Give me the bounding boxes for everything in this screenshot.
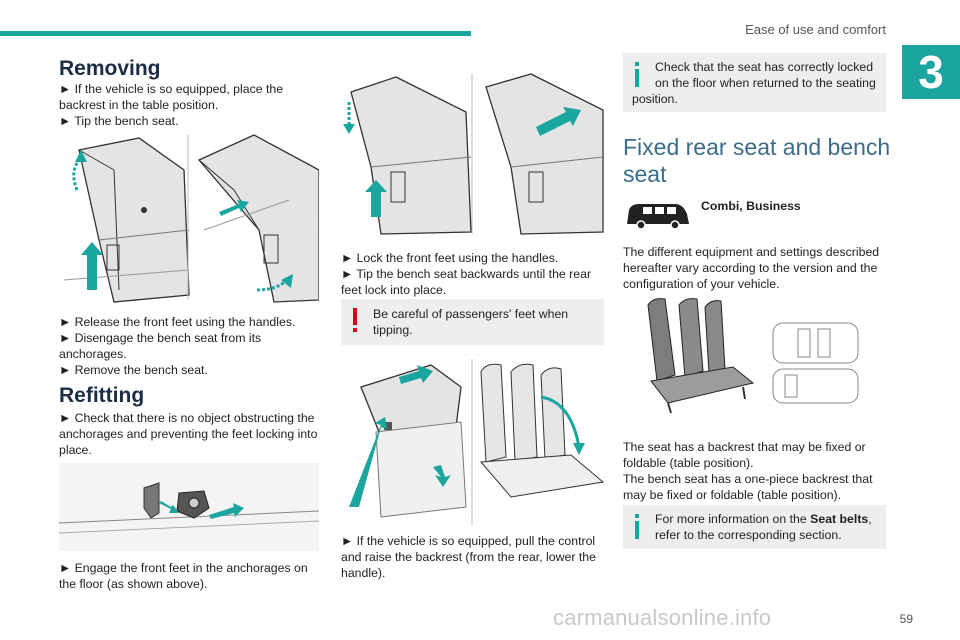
text-line: on the floor when returned to the seatin… xyxy=(655,76,876,90)
tip-bench-illustration xyxy=(59,130,319,305)
text-line: The seat has a backrest that may be fixe… xyxy=(623,440,866,454)
watermark: carmanualsonline.info xyxy=(553,605,772,630)
seats-drawing xyxy=(647,298,755,414)
text-line: and raise the backrest (from the rear, l… xyxy=(341,550,596,564)
van-top-view-icon xyxy=(772,322,859,404)
refit-instructions: ► Check that there is no object obstruct… xyxy=(59,410,317,458)
text-line: ► Check that there is no object obstruct… xyxy=(59,411,315,425)
text-line: hereafter vary according to the version … xyxy=(623,261,878,275)
info-icon xyxy=(635,62,639,87)
text-prefix: For more information on the xyxy=(655,512,811,526)
info-note-text-last: position. xyxy=(632,92,678,106)
removing-instructions: ► If the vehicle is so equipped, place t… xyxy=(59,81,283,129)
refitting-heading: Refitting xyxy=(59,384,145,407)
folded-seat-drawing xyxy=(360,364,467,518)
page-number: 59 xyxy=(899,612,913,626)
text-line: the floor (as shown above). xyxy=(59,577,208,591)
backrest-control-illustration xyxy=(341,357,604,527)
text-line: ► Disengage the bench seat from its xyxy=(59,331,262,345)
text-line: tipping. xyxy=(373,323,413,337)
fixed-seat-title: Fixed rear seat and bench seat xyxy=(623,134,890,188)
van-silhouette-icon xyxy=(627,204,689,230)
removing-heading: Removing xyxy=(59,57,161,80)
bench-seat-left-drawing xyxy=(63,137,190,303)
text-line: Check that the seat has correctly locked xyxy=(655,60,874,74)
title-line: Fixed rear seat and bench xyxy=(623,134,891,160)
control-instructions: ► If the vehicle is so equipped, pull th… xyxy=(341,533,596,581)
info-icon xyxy=(635,514,639,539)
info-note-seatbelts: For more information on the Seat belts, … xyxy=(623,505,886,549)
text-line: feet lock into place. xyxy=(341,283,447,297)
text-line: anchorages. xyxy=(59,347,127,361)
arrow-icon xyxy=(540,395,585,455)
text-line: foldable (table position). xyxy=(623,456,754,470)
text-line: handle). xyxy=(341,566,386,580)
text-line: ► Engage the front feet in the anchorage… xyxy=(59,561,308,575)
warning-exclamation-icon xyxy=(353,308,357,332)
arrow-icon xyxy=(536,107,581,136)
equipment-text: The different equipment and settings des… xyxy=(623,244,879,292)
arrow-icon xyxy=(72,150,103,290)
section-title: Ease of use and comfort xyxy=(745,22,886,37)
text-line: backrest in the table position. xyxy=(59,98,219,112)
chapter-number-tab: 3 xyxy=(902,45,960,99)
text-line: ► Lock the front feet using the handles. xyxy=(341,251,559,265)
text-line: The different equipment and settings des… xyxy=(623,245,880,259)
arrow-icon xyxy=(219,200,293,292)
text-line: Be careful of passengers' feet when xyxy=(373,307,569,321)
backrest-text: The seat has a backrest that may be fixe… xyxy=(623,439,873,503)
bench-seat-right-drawing xyxy=(197,134,319,303)
warning-text: Be careful of passengers' feet when tipp… xyxy=(373,306,568,338)
text-line: ► Tip the bench seat. xyxy=(59,114,179,128)
arrow-icon xyxy=(159,501,244,519)
engage-instructions: ► Engage the front feet in the anchorage… xyxy=(59,560,308,592)
text-line: may be fixed or foldable (table position… xyxy=(623,488,842,502)
text-line: For more information on the Seat belts, xyxy=(655,511,872,527)
info-note-text: Check that the seat has correctly locked… xyxy=(655,59,876,91)
text-line: anchorages and preventing the feet locki… xyxy=(59,427,318,441)
text-line: place. xyxy=(59,443,92,457)
header-accent-bar xyxy=(0,31,471,36)
text-suffix: , xyxy=(868,512,872,526)
text-line: configuration of your vehicle. xyxy=(623,277,780,291)
lock-feet-illustration xyxy=(341,72,604,237)
text-line: ► Remove the bench seat. xyxy=(59,363,208,377)
lock-instructions: ► Lock the front feet using the handles.… xyxy=(341,250,591,298)
text-line: ► If the vehicle is so equipped, pull th… xyxy=(341,534,596,548)
warning-note: Be careful of passengers' feet when tipp… xyxy=(341,299,604,345)
release-instructions: ► Release the front feet using the handl… xyxy=(59,314,295,378)
text-line: ► Tip the bench seat backwards until the… xyxy=(341,267,592,281)
versions-label: Combi, Business xyxy=(701,199,801,213)
text-line: The bench seat has a one-piece backrest … xyxy=(623,472,873,486)
text-line: refer to the corresponding section. xyxy=(655,528,842,542)
text-line: ► Release the front feet using the handl… xyxy=(59,315,296,329)
upright-seat-drawing xyxy=(479,363,604,498)
text-line: ► If the vehicle is so equipped, place t… xyxy=(59,82,284,96)
info-note-locking: Check that the seat has correctly locked… xyxy=(623,53,886,112)
seat-belts-link-text: Seat belts xyxy=(810,512,869,526)
arrow-icon xyxy=(343,102,387,217)
arrow-icon xyxy=(349,365,451,507)
anchorage-illustration xyxy=(59,463,319,551)
rear-seats-illustration xyxy=(623,295,886,415)
seatbelts-note-text: For more information on the Seat belts, … xyxy=(655,511,872,543)
title-line: seat xyxy=(623,161,667,187)
